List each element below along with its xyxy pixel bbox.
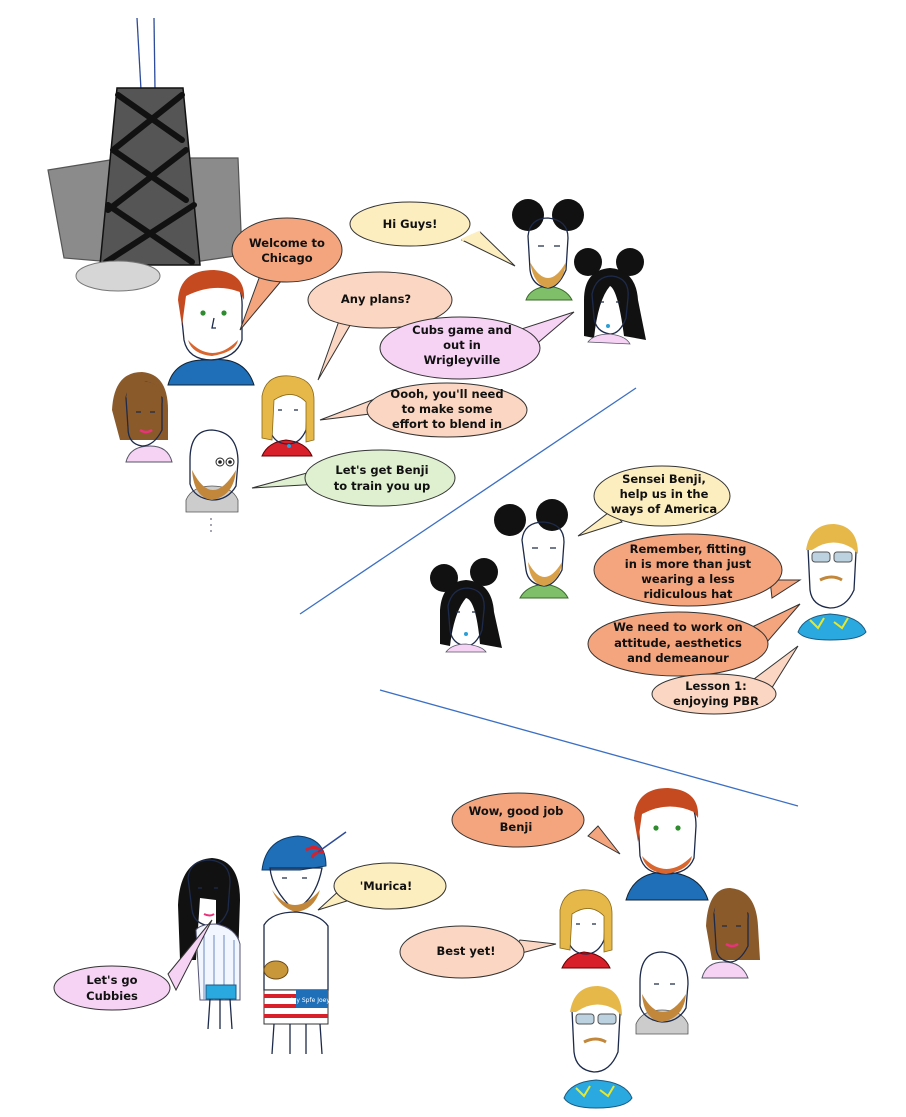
welcome-line-1: Welcome to [249,236,325,250]
cubs-fan-woman [178,858,241,1030]
cubbies-line-1: Let's go [86,973,137,987]
sensei-line-1: Sensei Benji, [622,472,706,486]
sensei-line-2: help us in the [620,487,709,501]
welcome-line-2: Chicago [261,251,312,265]
bubble-murica: 'Murica! [317,862,447,911]
brown-haired-woman [112,372,173,463]
cubs-line-2: out in [443,338,481,352]
bubble-remember: Remember, fitting in is more than just w… [593,533,802,607]
curly-blonde-guy [261,375,315,457]
shorts-text: Joy Spfe Joeys [290,997,333,1004]
curly-blonde-guy-3 [559,889,613,969]
bald-bearded-guy [185,429,239,532]
bubble-blend-in: Oooh, you'll need to make some effort to… [319,382,528,438]
bubble-welcome: Welcome to Chicago [231,217,343,331]
panel-divider-2 [379,689,799,807]
cubs-line-1: Cubs game and [412,323,512,337]
wow-line-1: Wow, good job [469,804,564,818]
bubble-cubbies: Let's go Cubbies [53,919,213,1011]
remember-line-2: in is more than just [625,557,752,571]
benji-sunglasses [797,524,867,641]
red-haired-guy [167,270,255,386]
wow-line-2: Benji [500,820,533,834]
bubble-wow: Wow, good job Benji [451,792,621,855]
bubble-hi-guys: Hi Guys! [349,201,516,267]
benji-line-2: to train you up [334,479,430,493]
remember-line-4: ridiculous hat [643,587,733,601]
brown-haired-woman-3 [701,888,760,979]
panel-divider-1 [299,387,637,615]
attitude-line-3: and demeanour [627,651,729,665]
bubble-get-benji: Let's get Benji to train you up [251,449,456,507]
attitude-line-2: attitude, aesthetics [614,636,742,650]
benji-sunglasses-3 [563,986,633,1109]
hi-guys-text: Hi Guys! [383,217,438,231]
bald-bearded-guy-3 [635,951,689,1035]
cubs-line-3: Wrigleyville [424,353,501,367]
bubble-lesson: Lesson 1: enjoying PBR [651,645,799,715]
black-hair-woman [574,248,646,345]
blend-line-2: to make some [402,402,493,416]
murica-text: 'Murica! [360,879,413,893]
benji-line-1: Let's get Benji [335,463,428,477]
lesson-line-1: Lesson 1: [685,679,747,693]
bubble-best-yet: Best yet! [399,925,557,979]
best-yet-text: Best yet! [437,944,496,958]
black-hair-woman-2 [430,558,502,653]
remember-line-1: Remember, fitting [630,542,747,556]
bubble-sensei: Sensei Benji, help us in the ways of Ame… [577,465,731,537]
bubble-cubs-game: Cubs game and out in Wrigleyville [379,311,575,380]
bubble-attitude: We need to work on attitude, aesthetics … [587,603,801,677]
bubble-any-plans: Any plans? [307,271,453,381]
red-haired-guy-3 [625,788,709,901]
blend-line-3: effort to blend in [392,417,502,431]
mickey-hair-guy [512,199,584,301]
attitude-line-1: We need to work on [613,620,742,634]
remember-line-3: wearing a less [641,572,735,586]
blend-line-1: Oooh, you'll need [390,387,503,401]
any-plans-text: Any plans? [341,292,411,306]
murica-guy: Joy Spfe Joeys [261,831,347,1055]
chicago-skyline [47,17,243,292]
cubbies-line-2: Cubbies [86,989,138,1003]
lesson-line-2: enjoying PBR [673,694,759,708]
mickey-hair-guy-2 [494,499,569,599]
sensei-line-3: ways of America [611,502,717,516]
